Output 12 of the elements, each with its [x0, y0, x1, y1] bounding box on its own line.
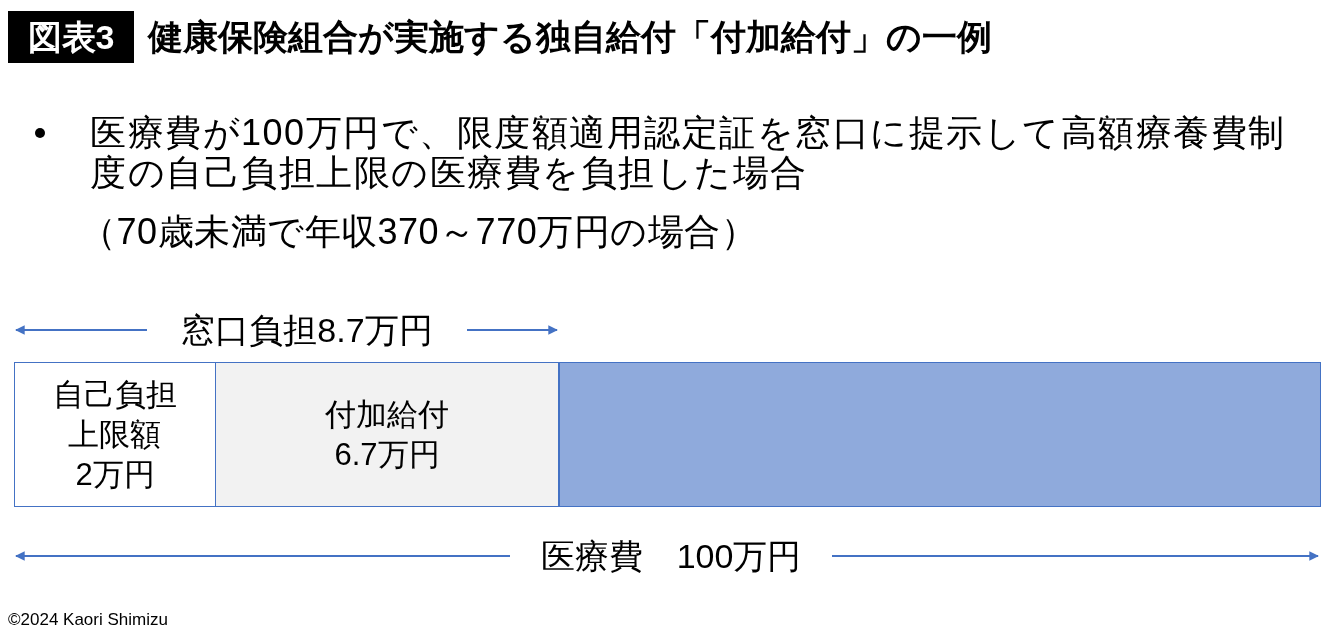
title: 健康保険組合が実施する独自給付「付加給付」の一例 [148, 16, 992, 58]
segment-label: 自己負担上限額 [52, 375, 178, 454]
note-text: （70歳未満で年収370～770万円の場合） [80, 212, 758, 252]
bar-segment [216, 362, 559, 507]
copyright-text: ©2024 Kaori Shimizu [8, 609, 168, 631]
amount-label: 6.7万円 [334, 435, 440, 474]
segment-label: 付加給付 [325, 395, 449, 434]
bar-segment [559, 362, 1321, 507]
figure-number: 図表3 [8, 11, 134, 63]
bullet-text: 医療費が100万円で、限度額適用認定証を窓口に提示して高額療養費制度の自己負担上限の医療費を負担した場合 [90, 113, 1287, 193]
bar-segment [14, 362, 216, 507]
amount-label: 2万円 [75, 455, 155, 494]
